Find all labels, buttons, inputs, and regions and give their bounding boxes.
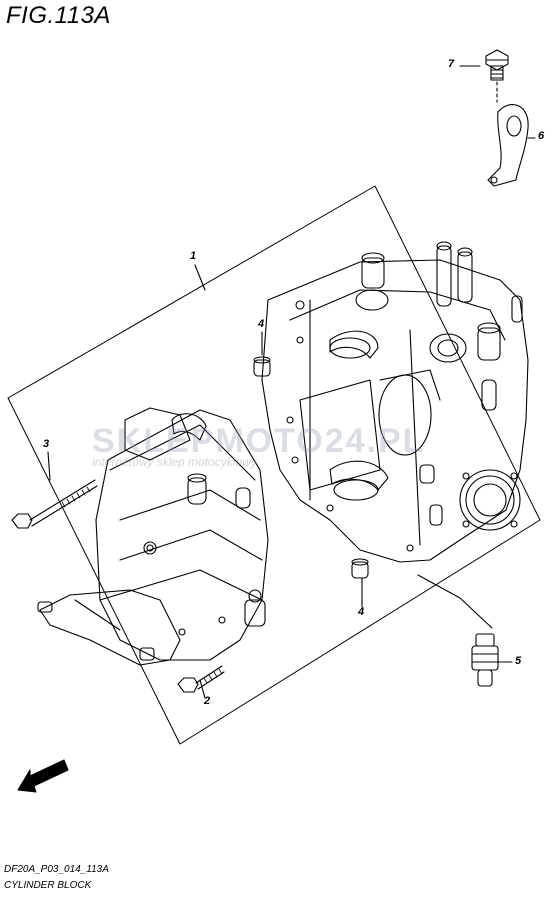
watermark-tagline: internetowy sklep motocyklowy xyxy=(92,455,257,469)
part-2-bolt xyxy=(177,665,225,693)
part-6-bracket xyxy=(487,104,529,187)
callout-2: 2 xyxy=(204,695,211,707)
leader-3 xyxy=(47,451,51,481)
part-4-dowel-pin-lower xyxy=(351,558,369,579)
part-3-bolt xyxy=(11,479,98,529)
leader-2 xyxy=(199,679,206,699)
leader-1 xyxy=(194,264,206,291)
assembly-outline xyxy=(7,185,541,745)
callout-4-upper: 4 xyxy=(258,318,265,330)
leader-5 xyxy=(417,574,493,629)
callout-6: 6 xyxy=(538,130,545,142)
callout-7: 7 xyxy=(448,58,455,70)
part-7-bolt xyxy=(485,49,509,81)
part-4-dowel-pin-upper xyxy=(253,356,271,377)
part-1-crankcase-left xyxy=(37,407,269,666)
callout-4-lower: 4 xyxy=(358,606,365,618)
part-5-fitting xyxy=(471,633,499,687)
figure-name: CYLINDER BLOCK xyxy=(4,880,92,891)
callout-5: 5 xyxy=(515,655,522,667)
part-1-cylinder-block-right xyxy=(261,241,529,563)
watermark-brand: SKLEPMOTO24.PL xyxy=(92,422,426,460)
figure-code: DF20A_P03_014_113A xyxy=(4,864,109,875)
figure-title: FIG.113A xyxy=(6,2,111,29)
callout-1: 1 xyxy=(190,250,197,262)
fwd-arrow-icon xyxy=(17,759,69,793)
callout-3: 3 xyxy=(43,438,50,450)
